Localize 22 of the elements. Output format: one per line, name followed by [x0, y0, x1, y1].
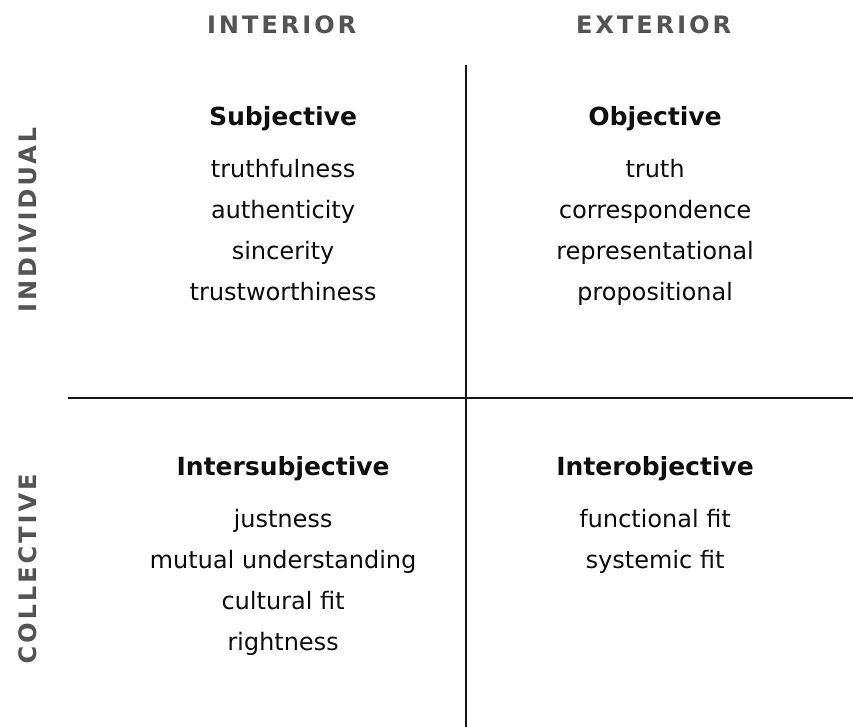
quadrant-term: mutual understanding — [150, 545, 416, 576]
quadrant-term: propositional — [577, 277, 733, 308]
row-label: COLLECTIVE — [14, 470, 42, 664]
quadrant-term: sincerity — [232, 236, 334, 267]
quadrant-term: justness — [234, 504, 332, 535]
quadrant-heading: Interobjective — [556, 452, 754, 481]
quadrant-heading: Objective — [588, 102, 722, 131]
column-label: INTERIOR — [207, 11, 360, 39]
quadrant-heading: Subjective — [209, 102, 357, 131]
quadrant-term: authenticity — [210, 195, 356, 226]
column-label: EXTERIOR — [576, 11, 734, 39]
quadrant-term: systemic fit — [586, 545, 724, 576]
quadrant-term: rightness — [227, 627, 339, 658]
quadrant-term: functional fit — [579, 504, 731, 535]
quadrant-term: representational — [556, 236, 754, 267]
quadrant-term: trustworthiness — [190, 277, 376, 308]
row-label: INDIVIDUAL — [14, 124, 42, 312]
quadrant-heading: Intersubjective — [176, 452, 390, 481]
quadrant-term: cultural fit — [221, 586, 345, 617]
quadrant-term: correspondence — [558, 195, 752, 226]
quadrant-term: truth — [625, 154, 685, 185]
quadrant-term: truthfulness — [210, 154, 356, 185]
